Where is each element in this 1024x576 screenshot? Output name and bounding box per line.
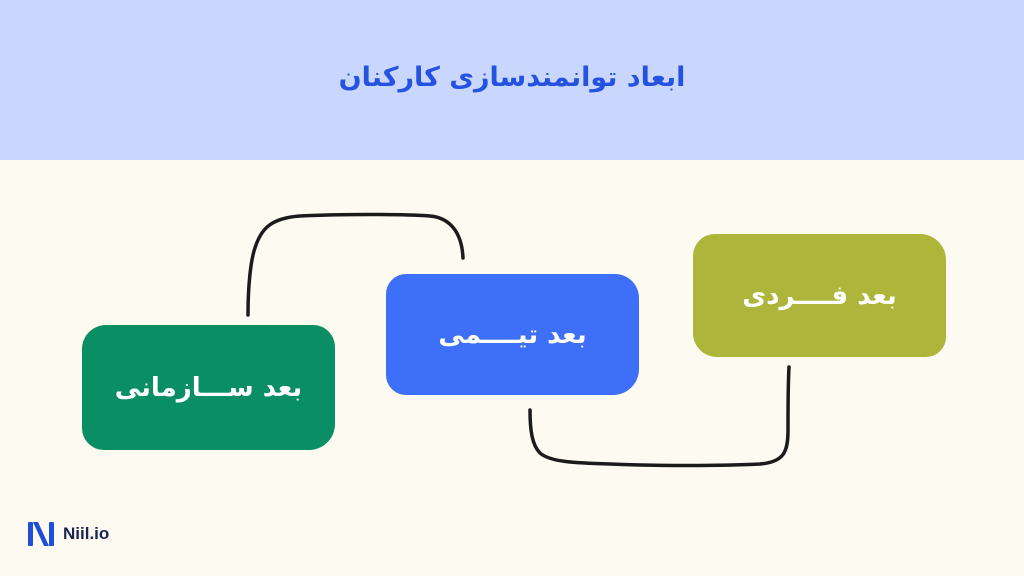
connector-team-individual xyxy=(528,365,791,468)
organizational-dimension-label: بعد ســـازمانی xyxy=(114,372,303,403)
organizational-dimension-box: بعد ســـازمانی xyxy=(82,325,335,450)
header-banner: ابعاد توانمندسازی کارکنان xyxy=(0,0,1024,160)
brand-name: Niil.io xyxy=(63,524,110,543)
niil-logo-icon xyxy=(28,522,54,546)
team-dimension-label: بعد تیــــمی xyxy=(438,319,587,350)
connector-org-team xyxy=(246,212,465,317)
page-title: ابعاد توانمندسازی کارکنان xyxy=(338,61,686,93)
individual-dimension-box: بعد فــــردی xyxy=(693,234,946,357)
brand-logo: Niil.io xyxy=(26,519,109,549)
team-dimension-box: بعد تیــــمی xyxy=(386,274,639,395)
individual-dimension-label: بعد فــــردی xyxy=(742,280,897,311)
